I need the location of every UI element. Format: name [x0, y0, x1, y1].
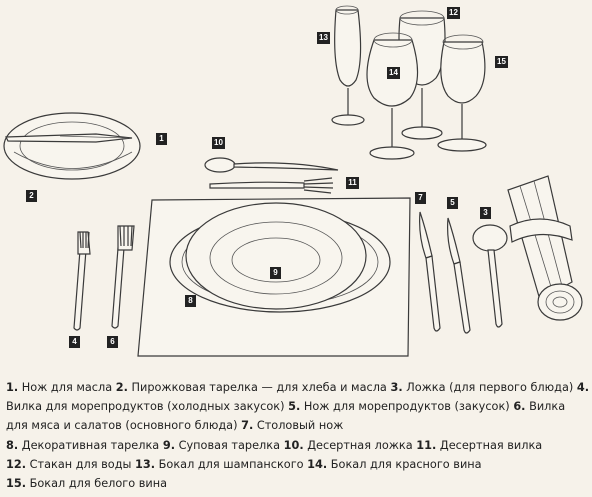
champagne-glass	[331, 5, 365, 126]
legend-num-11: 11.	[416, 438, 437, 452]
legend-text-11: Десертная вилка	[439, 438, 543, 452]
bread-plate	[3, 112, 141, 180]
legend-num-10: 10.	[283, 438, 304, 452]
badge-10: 10	[212, 137, 225, 149]
legend-text-9: Суповая тарелка	[178, 438, 281, 452]
legend-num-8: 8.	[6, 438, 19, 452]
badge-14: 14	[387, 67, 400, 79]
badge-3: 3	[480, 207, 491, 219]
soup-plate	[185, 202, 367, 310]
legend-text-12: Стакан для воды	[29, 457, 132, 471]
legend-num-7: 7.	[241, 419, 254, 433]
seafood-knife	[447, 217, 471, 334]
napkin	[507, 175, 583, 321]
badge-2: 2	[26, 190, 37, 202]
legend-text-13: Бокал для шампанского	[158, 457, 304, 471]
badge-5: 5	[447, 197, 458, 209]
soup-spoon	[472, 224, 508, 328]
legend-text-10: Десертная ложка	[307, 438, 413, 452]
white-wine-glass	[437, 34, 487, 152]
legend-text-1: Нож для масла	[21, 381, 113, 394]
legend-num-5: 5.	[288, 400, 301, 414]
legend-num-3: 3.	[390, 381, 403, 394]
dessert-spoon	[204, 157, 339, 173]
legend-text-7: Столовый нож	[256, 419, 344, 433]
dessert-fork	[209, 177, 334, 194]
legend-text-5: Нож для морепродуктов (закусок)	[303, 400, 510, 414]
legend-text-2: Пирожковая тарелка — для хлеба и масла	[131, 381, 387, 394]
table-knife	[419, 211, 441, 332]
legend-text-4: Вилка для морепродуктов (холодных закусо…	[6, 400, 285, 414]
legend-text-14: Бокал для красного вина	[330, 457, 482, 471]
badge-7: 7	[415, 192, 426, 204]
legend-num-1: 1.	[6, 381, 19, 394]
badge-9: 9	[270, 267, 281, 279]
legend: 1. Нож для масла 2. Пирожковая тарелка —…	[6, 378, 590, 493]
badge-15: 15	[495, 56, 508, 68]
badge-4: 4	[69, 336, 80, 348]
main-course-fork	[111, 225, 135, 329]
badge-1: 1	[156, 133, 167, 145]
legend-text-6: Вилка для мяса и салатов (основного блюд…	[6, 400, 566, 433]
butter-knife	[5, 133, 133, 143]
red-wine-glass	[366, 32, 419, 160]
badge-8: 8	[185, 295, 196, 307]
badge-6: 6	[107, 336, 118, 348]
badge-13: 13	[317, 32, 330, 44]
legend-num-15: 15.	[6, 477, 27, 491]
legend-text-15: Бокал для белого вина	[29, 477, 168, 491]
legend-num-4: 4.	[576, 381, 590, 394]
legend-text-8: Декоративная тарелка	[21, 438, 160, 452]
legend-num-6: 6.	[513, 400, 526, 414]
legend-num-9: 9.	[162, 438, 175, 452]
legend-num-12: 12.	[6, 457, 27, 471]
seafood-fork	[73, 231, 91, 331]
legend-num-2: 2.	[115, 381, 128, 394]
badge-12: 12	[447, 7, 460, 19]
legend-text-3: Ложка (для первого блюда)	[406, 381, 574, 394]
table-setting-illustration	[3, 5, 583, 357]
legend-num-13: 13.	[135, 457, 156, 471]
badge-11: 11	[346, 177, 359, 189]
legend-num-14: 14.	[307, 457, 328, 471]
